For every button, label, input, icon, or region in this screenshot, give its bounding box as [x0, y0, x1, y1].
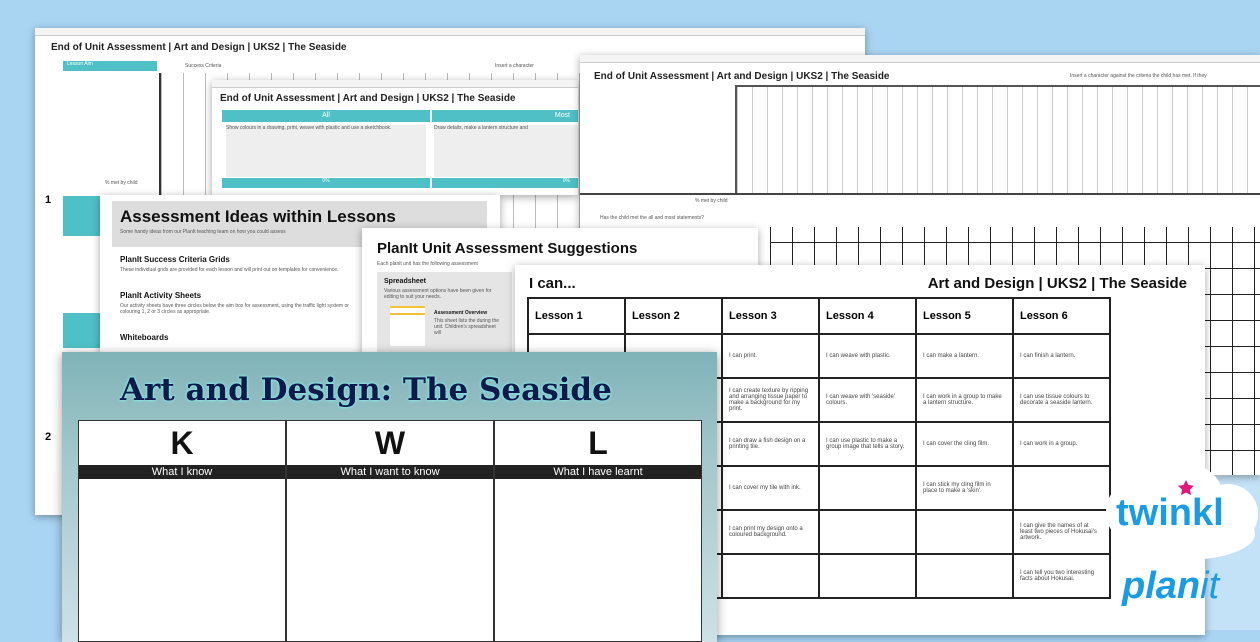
success-criteria-header: Success Criteria: [185, 63, 222, 69]
lesson-header: Lesson 1: [527, 297, 626, 335]
box-heading: Spreadsheet: [384, 278, 427, 285]
i-can-statement: I can tell you two interesting facts abo…: [1012, 553, 1111, 599]
i-can-statement: I can use plastic to make a group image …: [818, 421, 917, 467]
lesson-header: Lesson 6: [1012, 297, 1111, 335]
kwl-letter: K: [170, 425, 194, 461]
cloud-icon: [1106, 464, 1258, 560]
column-header: [35, 28, 865, 36]
most-text: Draw details, make a lantern structure a…: [434, 125, 578, 177]
overview-text: This sheet lists the during the unit. Ch…: [434, 318, 500, 336]
lesson-header: Lesson 4: [818, 297, 917, 335]
sheet-subject: Art and Design | UKS2 | The Seaside: [927, 275, 1187, 292]
row-number: 1: [45, 194, 52, 206]
i-can-statement: I can use tissue colours to decorate a s…: [1012, 377, 1111, 423]
i-can-statement: [1012, 465, 1111, 511]
lesson-header: Lesson 2: [624, 297, 723, 335]
pct-label: % met by child: [105, 180, 138, 186]
i-can-statement: I can give the names of at least two pie…: [1012, 509, 1111, 555]
i-can-statement: I can stick my cling film in place to ma…: [915, 465, 1014, 511]
sheet-title: End of Unit Assessment | Art and Design …: [220, 93, 516, 104]
sheet-title: I can...: [529, 275, 576, 292]
sheet-title: End of Unit Assessment | Art and Design …: [594, 71, 890, 82]
planit-logo: planit: [1122, 565, 1219, 608]
column-header: [580, 55, 1260, 63]
i-can-statement: [818, 509, 917, 555]
grid-header: [735, 85, 1260, 193]
i-can-statement: [915, 509, 1014, 555]
kwl-poster: Art and Design: The Seaside K What I know…: [62, 352, 717, 642]
kwl-letter: W: [374, 425, 406, 461]
kwl-column: K What I know: [78, 420, 286, 642]
brand-name: twinkl: [1116, 492, 1224, 534]
teal-cell: [63, 196, 103, 236]
i-can-statement: [818, 465, 917, 511]
column-header: [212, 80, 578, 88]
i-can-statement: I can work in a group.: [1012, 421, 1111, 467]
section-text: Our activity sheets have three circles b…: [120, 303, 349, 315]
section-heading: PlanIt Success Criteria Grids: [120, 255, 230, 264]
i-can-statement: [915, 553, 1014, 599]
section-heading: PlanIt Activity Sheets: [120, 291, 202, 300]
kwl-caption: What I have learnt: [495, 465, 701, 479]
planit-plan: plan: [1122, 565, 1201, 607]
i-can-statement: [818, 553, 917, 599]
row-number: 2: [45, 431, 52, 443]
star-icon: [1178, 480, 1194, 496]
overview-heading: Assessment Overview: [434, 310, 488, 316]
lesson-header: Lesson 3: [721, 297, 820, 335]
teal-cell: [63, 313, 103, 348]
question: Has the child met the all and most state…: [600, 215, 704, 221]
doc-title: PlanIt Unit Assessment Suggestions: [377, 240, 638, 257]
twinkl-logo: twinkl: [1100, 462, 1260, 562]
instruction-note: Insert a character against the criteria …: [1070, 73, 1207, 79]
i-can-statement: I can finish a lantern.: [1012, 333, 1111, 379]
i-can-statement: I can weave with 'seaside' colours.: [818, 377, 917, 423]
lesson-aim-header: Lesson Aim: [63, 61, 157, 71]
pct-all: 0%: [222, 178, 430, 188]
i-can-statement: I can work in a group to make a lantern …: [915, 377, 1014, 423]
all-text: Show colours in a drawing, print, weave …: [226, 125, 426, 177]
i-can-sheet: I can... Art and Design | UKS2 | The Sea…: [515, 265, 1205, 635]
box-text: Various assessment options have been giv…: [384, 288, 492, 300]
lesson-header: Lesson 5: [915, 297, 1014, 335]
doc-title: Assessment Ideas within Lessons: [120, 207, 396, 226]
i-can-statement: I can make a lantern.: [915, 333, 1014, 379]
planit-it: it: [1200, 565, 1220, 607]
kwl-column: L What I have learnt: [494, 420, 702, 642]
pct-most: 0%: [432, 178, 578, 188]
i-can-statement: I can create texture by ripping and arra…: [721, 377, 820, 423]
kwl-letter: L: [588, 425, 608, 461]
i-can-statement: I can cover the cling film.: [915, 421, 1014, 467]
i-can-statement: I can print my design onto a coloured ba…: [721, 509, 820, 555]
col-most: Most: [432, 110, 578, 122]
kwl-caption: What I know: [79, 465, 285, 479]
section-text: These individual grids are provided for …: [120, 267, 339, 273]
doc-subtitle: Some handy ideas from our PlanIt teachin…: [120, 229, 286, 235]
i-can-statement: I can weave with plastic.: [818, 333, 917, 379]
pct-label: % met by child: [695, 198, 728, 204]
i-can-statement: I can draw a fish design on a printing t…: [721, 421, 820, 467]
i-can-statement: [721, 553, 820, 599]
kwl-caption: What I want to know: [287, 465, 493, 479]
i-can-statement: I can cover my tile with ink.: [721, 465, 820, 511]
doc-subtitle: Each planit unit has the following asses…: [377, 261, 478, 267]
col-all: All: [222, 110, 430, 122]
insert-note: Insert a character: [495, 63, 534, 69]
spreadsheet-mid: End of Unit Assessment | Art and Design …: [212, 80, 578, 195]
poster-title: Art and Design: The Seaside: [120, 372, 612, 408]
section-heading: Whiteboards: [120, 333, 169, 342]
i-can-statement: I can print.: [721, 333, 820, 379]
kwl-column: W What I want to know: [286, 420, 494, 642]
sheet-title: End of Unit Assessment | Art and Design …: [51, 42, 347, 53]
